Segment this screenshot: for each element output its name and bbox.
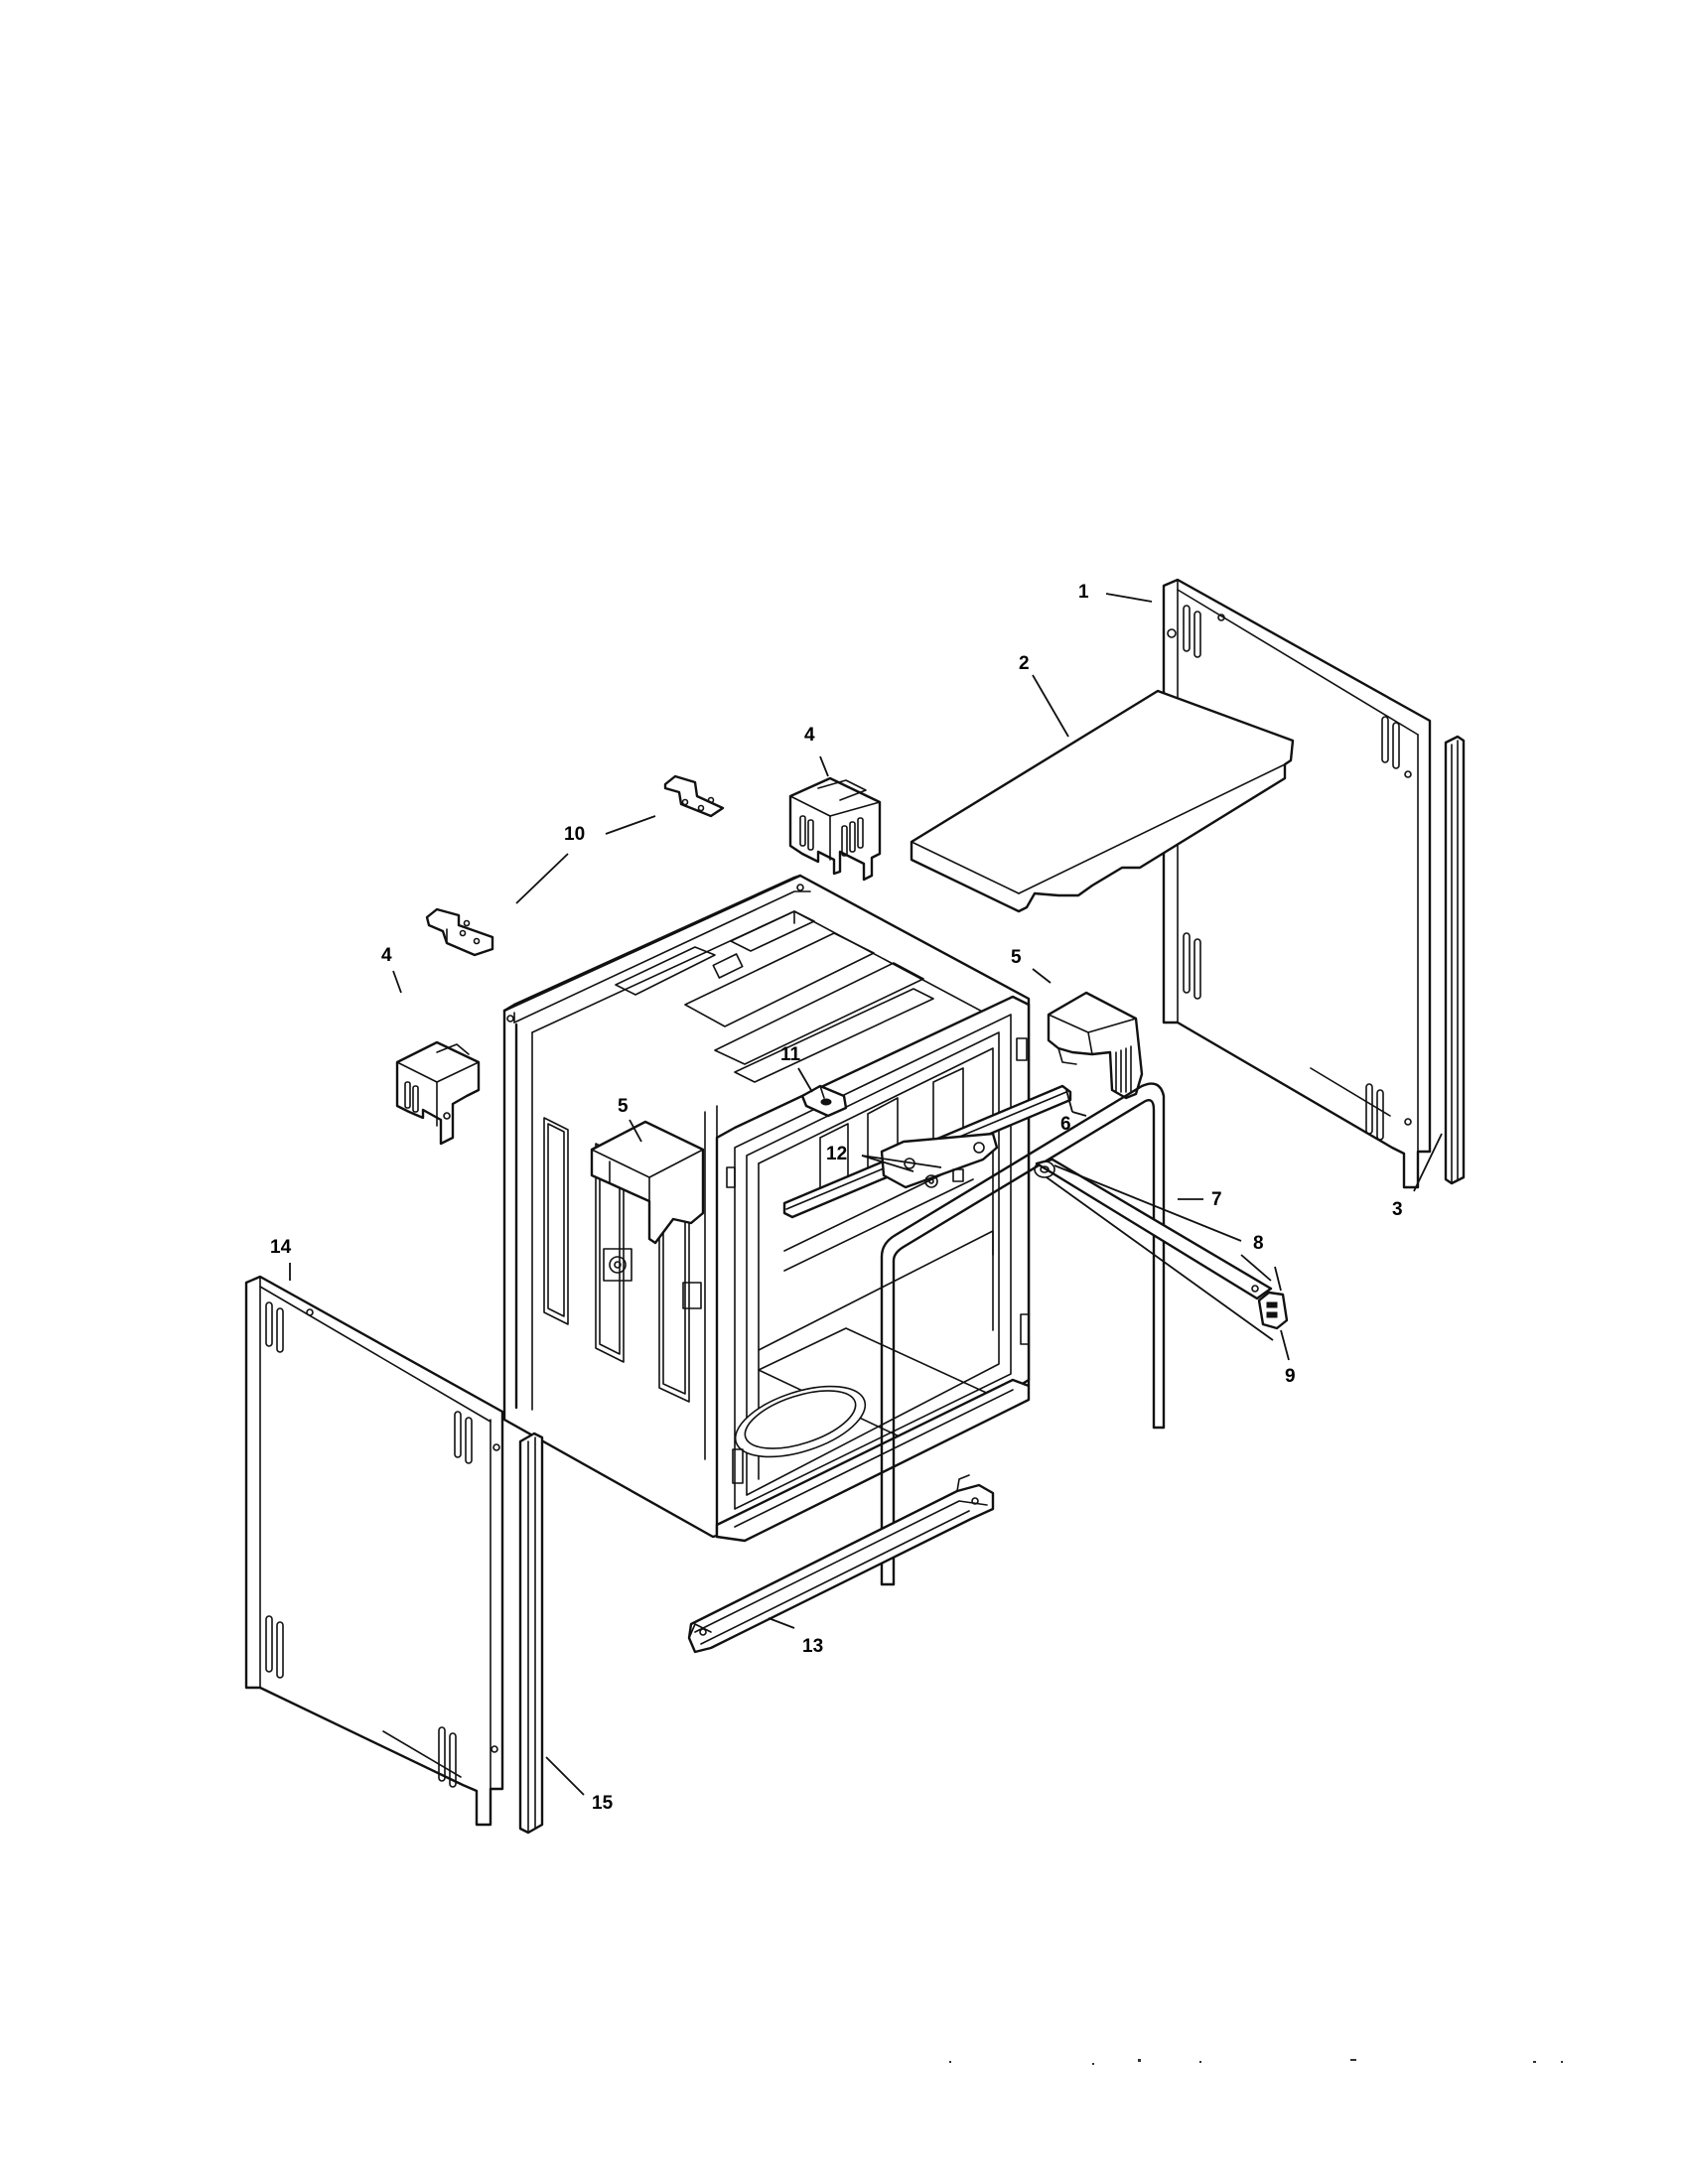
part-15-left-trim-strip [518, 1432, 544, 1835]
part-5-cover-right [1047, 991, 1144, 1100]
part-10-bracket-lower [425, 907, 494, 957]
callout-3: 3 [1392, 1199, 1403, 1220]
part-3-right-trim-strip [1444, 735, 1466, 1185]
callout-5-right: 5 [1011, 947, 1022, 968]
part-4-bracket-left [395, 1040, 481, 1146]
part-11-clip [800, 1084, 848, 1118]
callout-12: 12 [826, 1144, 847, 1164]
callout-10: 10 [564, 824, 585, 845]
tub-assembly [502, 874, 1031, 1543]
callout-6: 6 [1060, 1114, 1071, 1135]
callout-4-top: 4 [804, 725, 815, 746]
leader-lines [289, 593, 1443, 1796]
part-14-left-side-panel [244, 1275, 504, 1827]
callout-15: 15 [592, 1793, 614, 1814]
callout-4-left: 4 [381, 945, 392, 966]
callout-9: 9 [1285, 1366, 1296, 1387]
part-4-bracket-top [788, 776, 882, 882]
callout-8: 8 [1253, 1233, 1264, 1254]
callout-2: 2 [1019, 653, 1030, 674]
callout-11: 11 [780, 1044, 801, 1065]
part-9-end-clip [1257, 1291, 1289, 1330]
callout-7: 7 [1211, 1189, 1222, 1210]
part-10-bracket-upper [663, 774, 725, 818]
part-2-top-pad [910, 689, 1295, 913]
callout-13: 13 [802, 1636, 823, 1657]
callout-14: 14 [270, 1237, 292, 1258]
part-1-right-side-panel [1162, 578, 1432, 1189]
callout-1: 1 [1078, 582, 1089, 603]
part-8-rod [1034, 1158, 1273, 1300]
part-5-cover-left [590, 1120, 705, 1282]
callout-5-left: 5 [618, 1096, 629, 1117]
part-13-bottom-channel [687, 1474, 995, 1654]
callout-labels: 1 2 3 4 4 5 5 6 7 8 9 10 11 12 13 14 15 [270, 582, 1403, 1814]
scan-artifacts [949, 2059, 1563, 2065]
part-7-door-gasket [880, 1082, 1166, 1586]
part-12-hinge-bracket [880, 1132, 999, 1189]
